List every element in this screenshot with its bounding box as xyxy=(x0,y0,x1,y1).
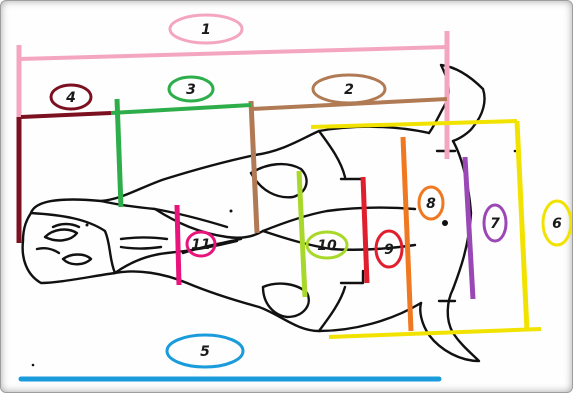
measurement-line-3-tick xyxy=(117,99,121,207)
svg-text:11: 11 xyxy=(191,237,210,253)
measurement-line-9 xyxy=(363,177,367,283)
label-6: 6 xyxy=(543,201,571,245)
label-3: 3 xyxy=(169,77,213,101)
measurement-line-7 xyxy=(465,157,473,299)
svg-text:8: 8 xyxy=(426,196,436,212)
measurement-line-11 xyxy=(177,205,179,285)
svg-text:10: 10 xyxy=(317,238,337,254)
label-8: 8 xyxy=(419,187,443,219)
svg-text:4: 4 xyxy=(65,90,76,106)
measurement-line-3 xyxy=(111,105,251,113)
svg-text:1: 1 xyxy=(201,22,211,38)
svg-text:3: 3 xyxy=(186,82,196,98)
label-7: 7 xyxy=(484,205,506,241)
label-1: 1 xyxy=(170,15,242,43)
measurement-line-1 xyxy=(19,47,447,59)
svg-text:7: 7 xyxy=(490,216,500,232)
label-2: 2 xyxy=(313,75,385,103)
svg-text:2: 2 xyxy=(344,82,354,98)
measurement-line-6-top xyxy=(311,121,517,127)
label-5: 5 xyxy=(167,335,243,367)
svg-text:6: 6 xyxy=(552,216,562,232)
svg-text:9: 9 xyxy=(384,242,394,258)
measurement-line-2-tick xyxy=(251,101,257,233)
label-4: 4 xyxy=(51,85,91,109)
measurement-line-6-bottom xyxy=(329,329,541,337)
measurement-line-4 xyxy=(21,113,111,117)
label-11: 11 xyxy=(187,232,215,256)
svg-text:5: 5 xyxy=(200,344,210,360)
measurement-line-8 xyxy=(403,137,411,331)
measurement-line-6 xyxy=(517,121,527,331)
